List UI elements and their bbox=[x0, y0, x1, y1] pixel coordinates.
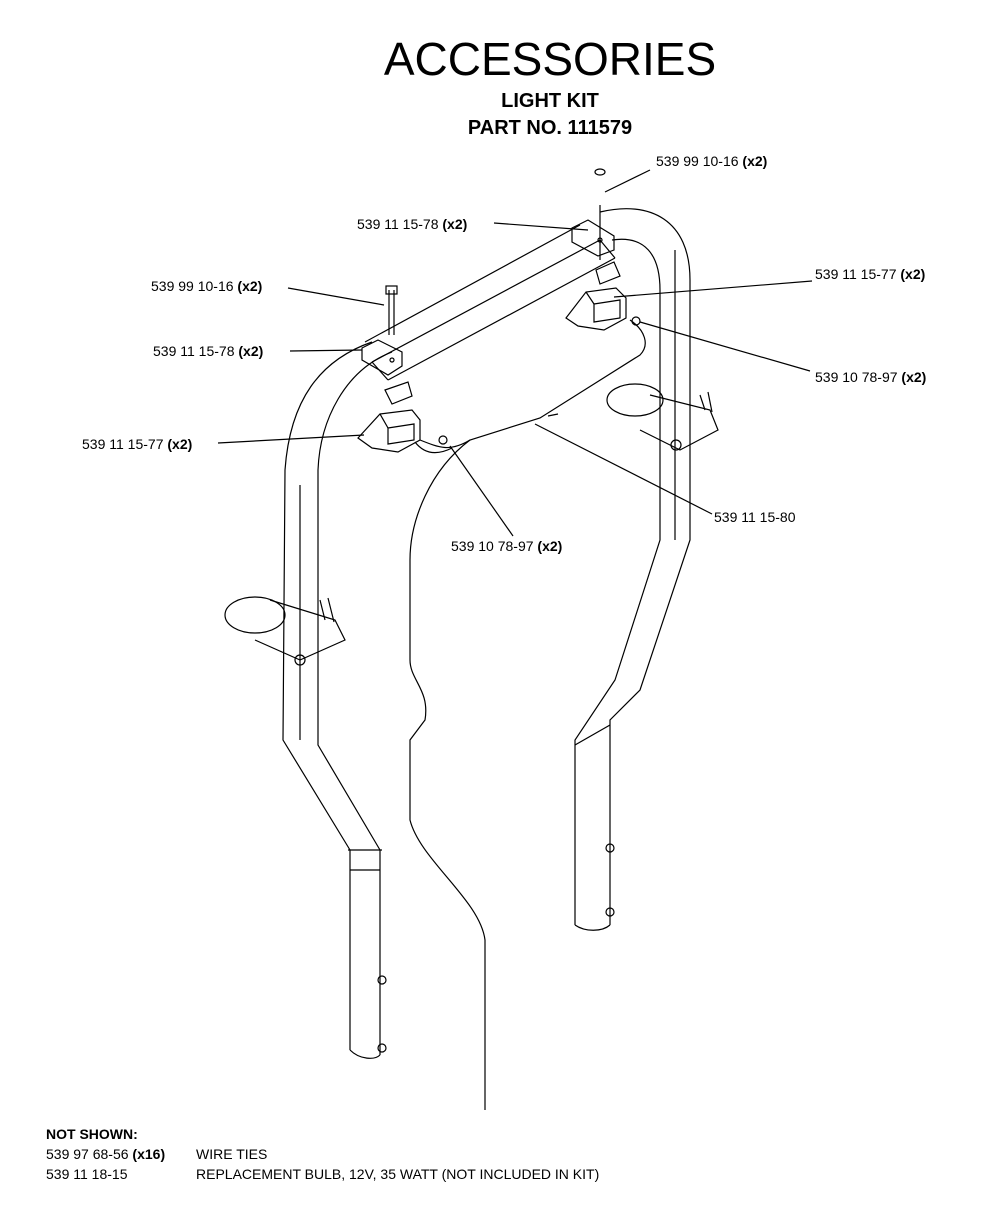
kit-name: LIGHT KIT bbox=[501, 90, 599, 112]
not-shown-item: 539 97 68-56 (x16) WIRE TIES bbox=[46, 1146, 268, 1162]
part-number: PART NO. 111579 bbox=[467, 117, 633, 139]
callout-lamp-right: 539 11 15-77 (x2) bbox=[815, 266, 926, 282]
callout-nut-right: 539 10 78-97 (x2) bbox=[815, 369, 927, 385]
callout-plate-left: 539 11 15-78 (x2) bbox=[153, 343, 264, 359]
not-shown-item: 539 11 18-15 REPLACEMENT BULB, 12V, 35 W… bbox=[46, 1166, 600, 1182]
callout-bolt-left: 539 99 10-16 (x2) bbox=[151, 278, 263, 294]
roll-bar-frame bbox=[224, 168, 719, 1110]
callout-harness: 539 11 15-80 bbox=[714, 509, 796, 525]
callout-nut-left: 539 10 78-97 (x2) bbox=[451, 538, 563, 554]
callout-lamp-left: 539 11 15-77 (x2) bbox=[82, 436, 193, 452]
not-shown-heading: NOT SHOWN: bbox=[46, 1126, 138, 1142]
callout-plate-top: 539 11 15-78 (x2) bbox=[357, 216, 468, 232]
callout-bolt-top: 539 99 10-16 (x2) bbox=[656, 153, 768, 169]
leader-lines bbox=[217, 169, 813, 537]
page-title: ACCESSORIES bbox=[383, 33, 717, 85]
